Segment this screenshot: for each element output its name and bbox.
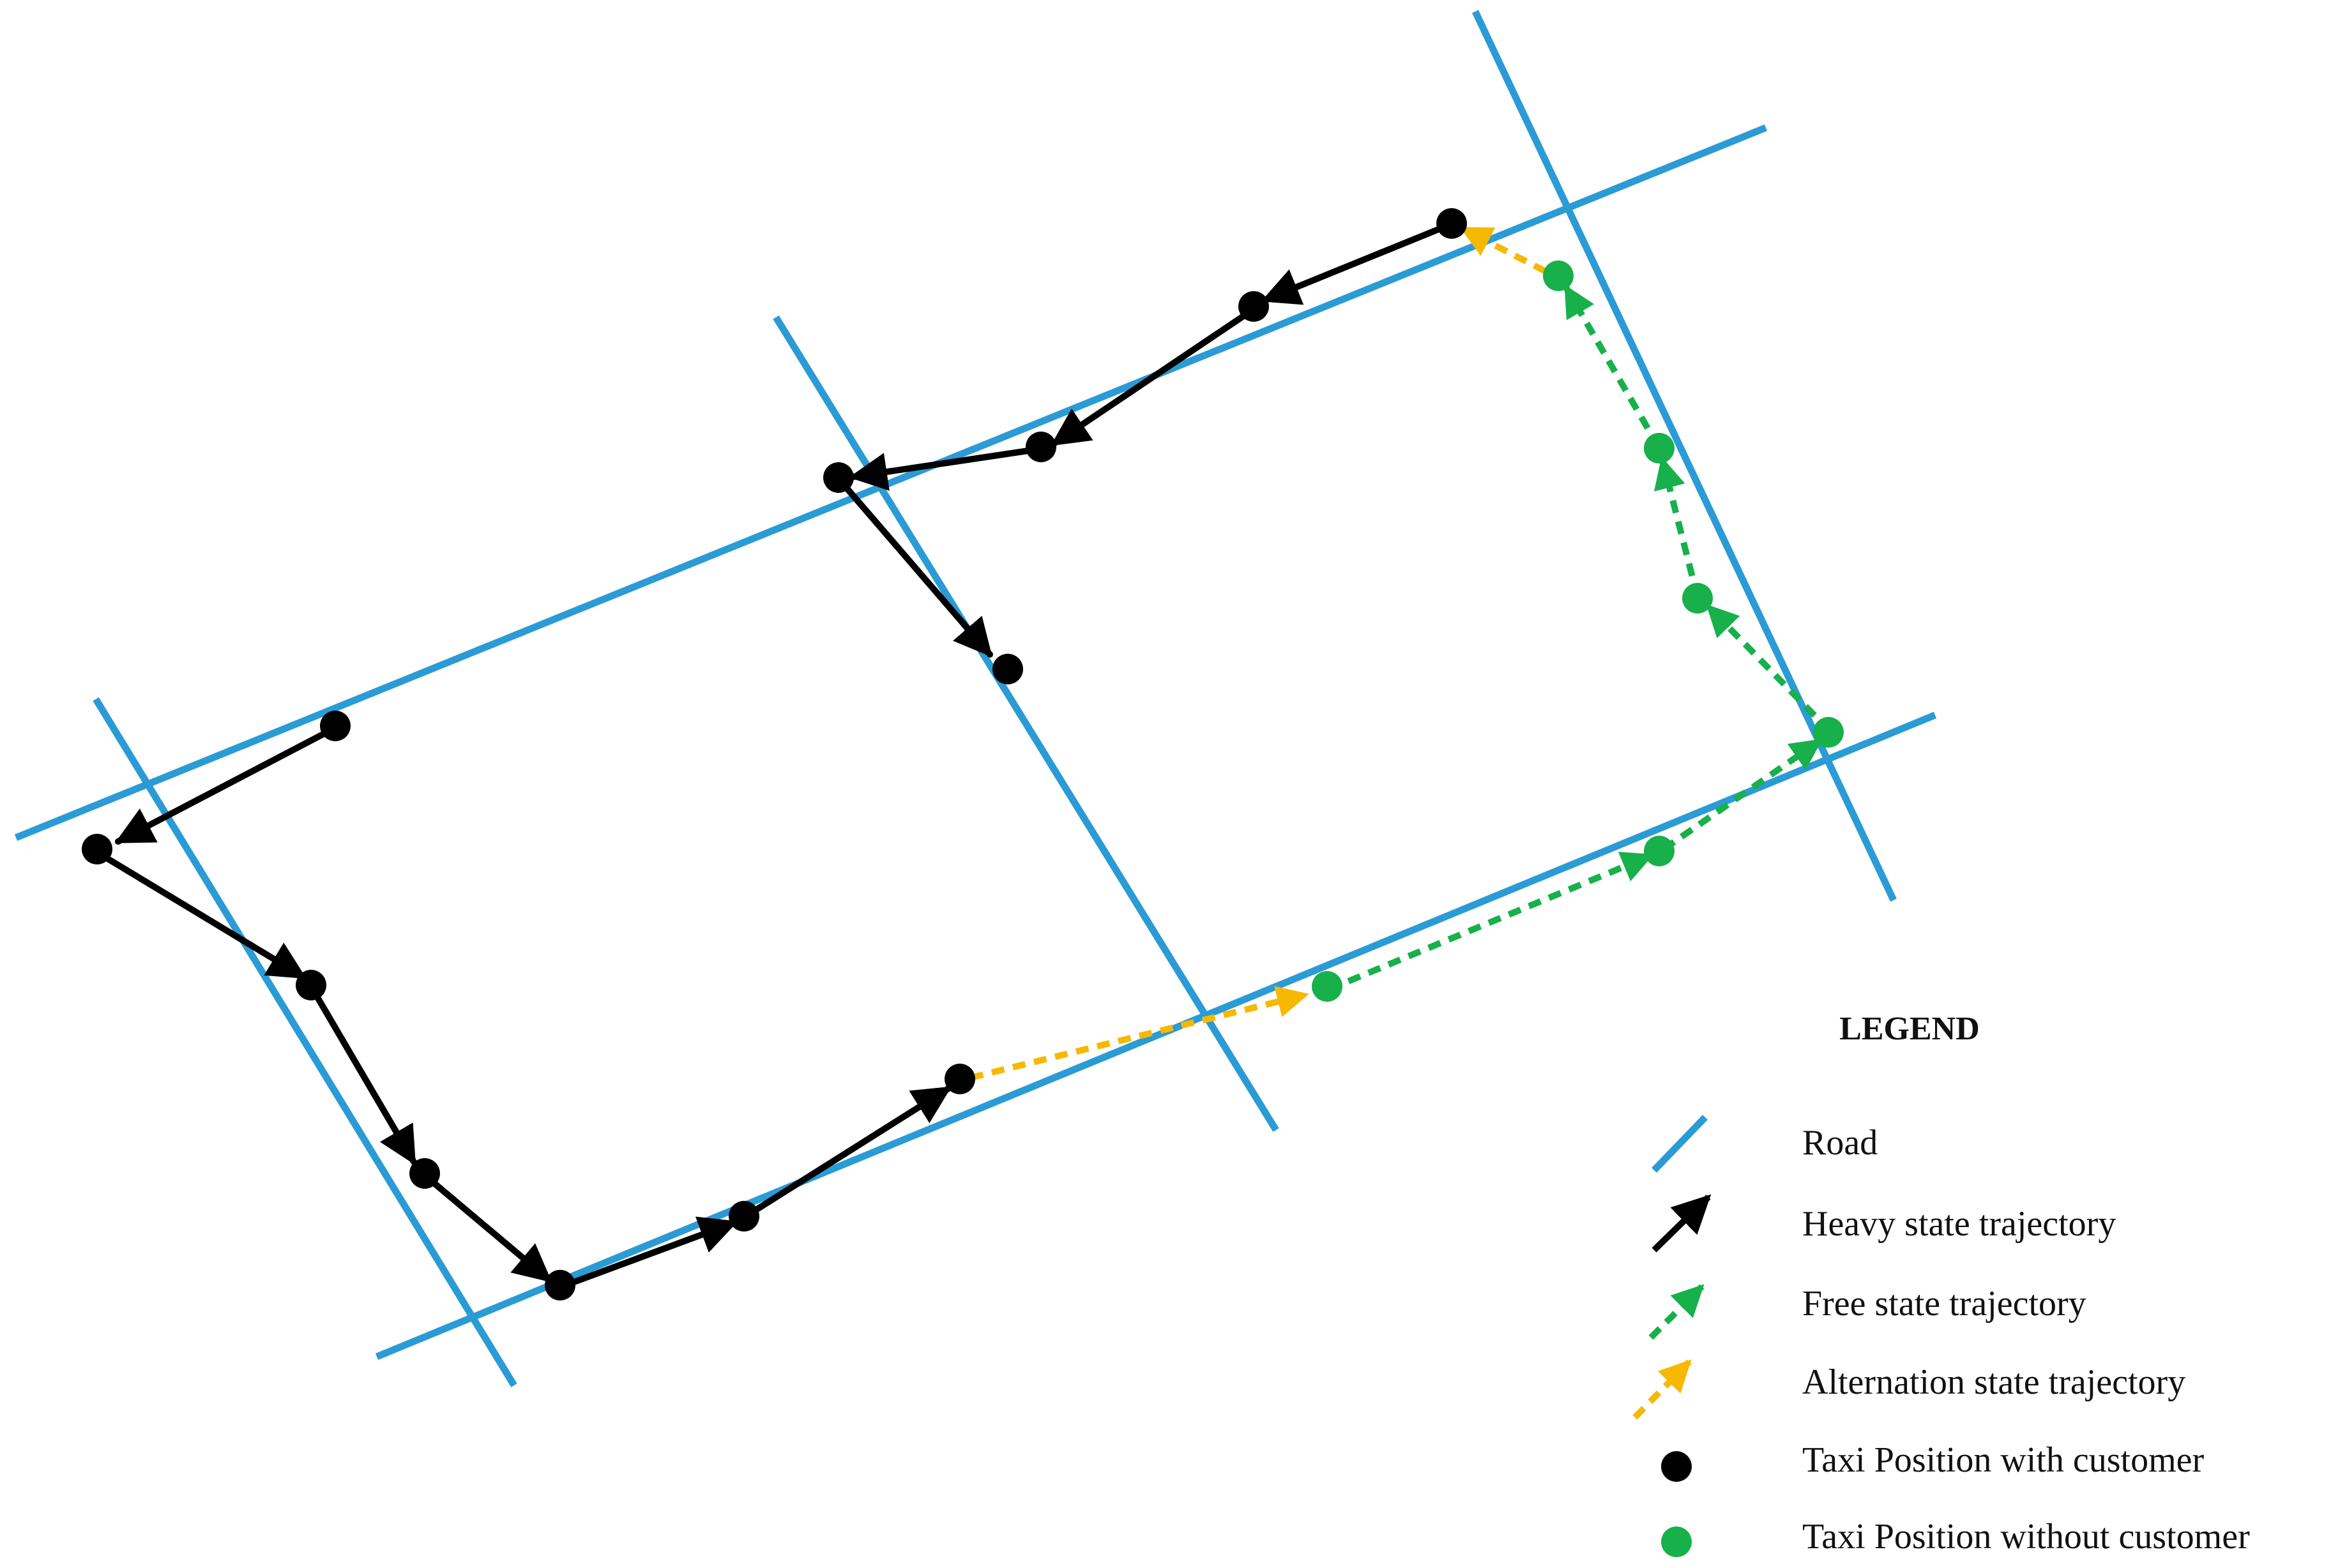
heavy-segment: [425, 1175, 552, 1283]
legend-free-symbol: [1648, 1284, 1705, 1340]
road-upper-diagonal: [14, 124, 1768, 841]
taxi-position-without-customer: [1644, 836, 1675, 866]
free-state-trajectory: [1327, 284, 1832, 993]
legend: LEGEND Road Heavy state trajectory Free …: [1632, 1011, 2250, 1557]
taxi-position-with-customer: [320, 711, 351, 741]
heavy-segment: [310, 986, 417, 1166]
heavy-segment: [94, 849, 307, 980]
taxi-position-with-customer: [1026, 432, 1056, 462]
taxi-position-with-customer: [1238, 291, 1269, 322]
taxi-position-without-customer: [1644, 433, 1675, 464]
legend-road-label: Road: [1802, 1123, 1878, 1163]
taxi-positions-with-customer: [82, 208, 1467, 1300]
taxi-position-without-customer: [1813, 717, 1844, 748]
alternation-segment: [1459, 225, 1547, 275]
alternation-segment: [969, 986, 1309, 1081]
heavy-segment: [743, 1085, 952, 1219]
legend-taxi-with-label: Taxi Position with customer: [1802, 1440, 2205, 1480]
legend-taxi-with-symbol: [1661, 1451, 1692, 1482]
legend-road-symbol: [1652, 1115, 1708, 1173]
heavy-segment: [1261, 220, 1456, 305]
legend-heavy-symbol: [1652, 1194, 1712, 1253]
roads: [14, 10, 1937, 1387]
free-segment: [1327, 852, 1654, 993]
taxi-position-with-customer: [545, 1270, 575, 1300]
taxi-position-with-customer: [82, 834, 112, 864]
taxi-position-without-customer: [1312, 971, 1342, 1002]
free-segment: [1662, 737, 1823, 852]
heavy-segment: [114, 725, 338, 845]
taxi-positions-without-customer: [1312, 260, 1844, 1002]
free-segment: [1563, 284, 1662, 449]
legend-heavy-label: Heavy state trajectory: [1802, 1204, 2116, 1244]
taxi-position-with-customer: [409, 1158, 440, 1189]
alternation-state-trajectory: [969, 225, 1547, 1081]
taxi-position-with-customer: [823, 462, 854, 493]
taxi-position-without-customer: [1543, 260, 1574, 291]
taxi-position-without-customer: [1682, 583, 1713, 614]
heavy-state-trajectory: [94, 220, 1456, 1290]
free-segment: [1653, 456, 1701, 598]
legend-taxi-without-symbol: [1661, 1527, 1692, 1557]
legend-alternation-symbol: [1632, 1359, 1692, 1420]
road-middle-cross: [773, 315, 1279, 1132]
taxi-position-with-customer: [945, 1064, 975, 1094]
road-left-cross: [93, 697, 517, 1387]
legend-alternation-label: Alternation state trajectory: [1802, 1362, 2185, 1402]
road-right-cross: [1472, 10, 1897, 902]
taxi-position-with-customer: [1436, 208, 1467, 239]
legend-title: LEGEND: [1839, 1011, 1980, 1047]
heavy-segment: [1051, 305, 1258, 447]
free-segment: [1706, 604, 1832, 734]
legend-taxi-without-label: Taxi Position without customer: [1802, 1517, 2250, 1557]
taxi-position-with-customer: [729, 1201, 759, 1232]
heavy-segment: [559, 1216, 738, 1290]
taxi-position-with-customer: [296, 970, 326, 1000]
legend-free-label: Free state trajectory: [1802, 1284, 2086, 1323]
road-lower-diagonal: [375, 711, 1937, 1361]
heavy-segment: [849, 446, 1044, 491]
heavy-segment: [837, 477, 993, 658]
taxi-position-with-customer: [992, 654, 1023, 684]
